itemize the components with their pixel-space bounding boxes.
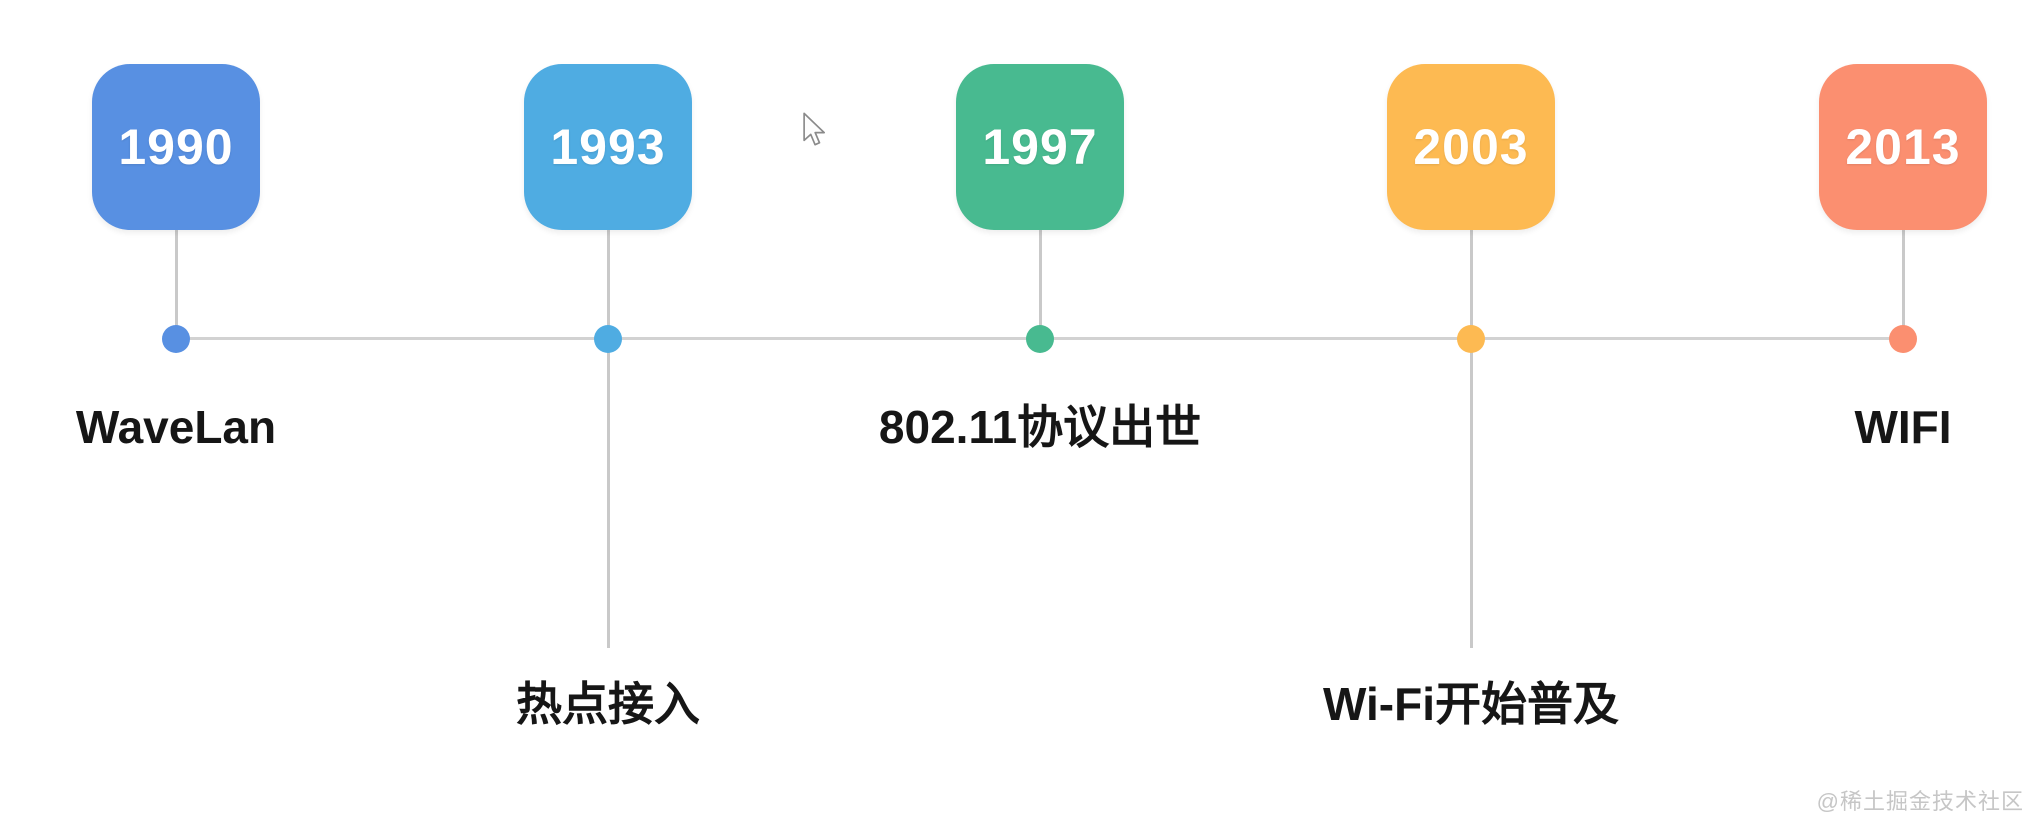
connector-line xyxy=(1038,230,1042,339)
connector-line xyxy=(174,230,178,339)
event-label: Wi-Fi开始普及 xyxy=(1323,678,1619,730)
timeline-dot xyxy=(1026,325,1054,353)
year-badge: 1997 xyxy=(956,64,1124,230)
year-badge: 2003 xyxy=(1387,64,1555,230)
year-badge: 1990 xyxy=(92,64,260,230)
event-label: WIFI xyxy=(1854,401,1952,453)
year-text: 2013 xyxy=(1845,119,1961,175)
event-label: WaveLan xyxy=(75,401,277,453)
connector-line xyxy=(606,230,610,648)
connector-line xyxy=(1901,230,1905,339)
timeline-dot xyxy=(162,325,190,353)
timeline-dot xyxy=(594,325,622,353)
year-badge: 1993 xyxy=(524,64,692,230)
year-text: 2003 xyxy=(1413,119,1529,175)
year-badge: 2013 xyxy=(1819,64,1987,230)
year-text: 1990 xyxy=(118,119,234,175)
watermark-text: @稀土掘金技术社区 xyxy=(1816,789,2024,814)
event-label: 802.11协议出世 xyxy=(878,401,1202,453)
year-text: 1997 xyxy=(982,119,1098,175)
year-text: 1993 xyxy=(550,119,666,175)
timeline-dot xyxy=(1889,325,1917,353)
event-label: 热点接入 xyxy=(516,678,700,730)
timeline-dot xyxy=(1457,325,1485,353)
mouse-cursor-icon xyxy=(803,112,826,146)
connector-line xyxy=(1469,230,1473,648)
